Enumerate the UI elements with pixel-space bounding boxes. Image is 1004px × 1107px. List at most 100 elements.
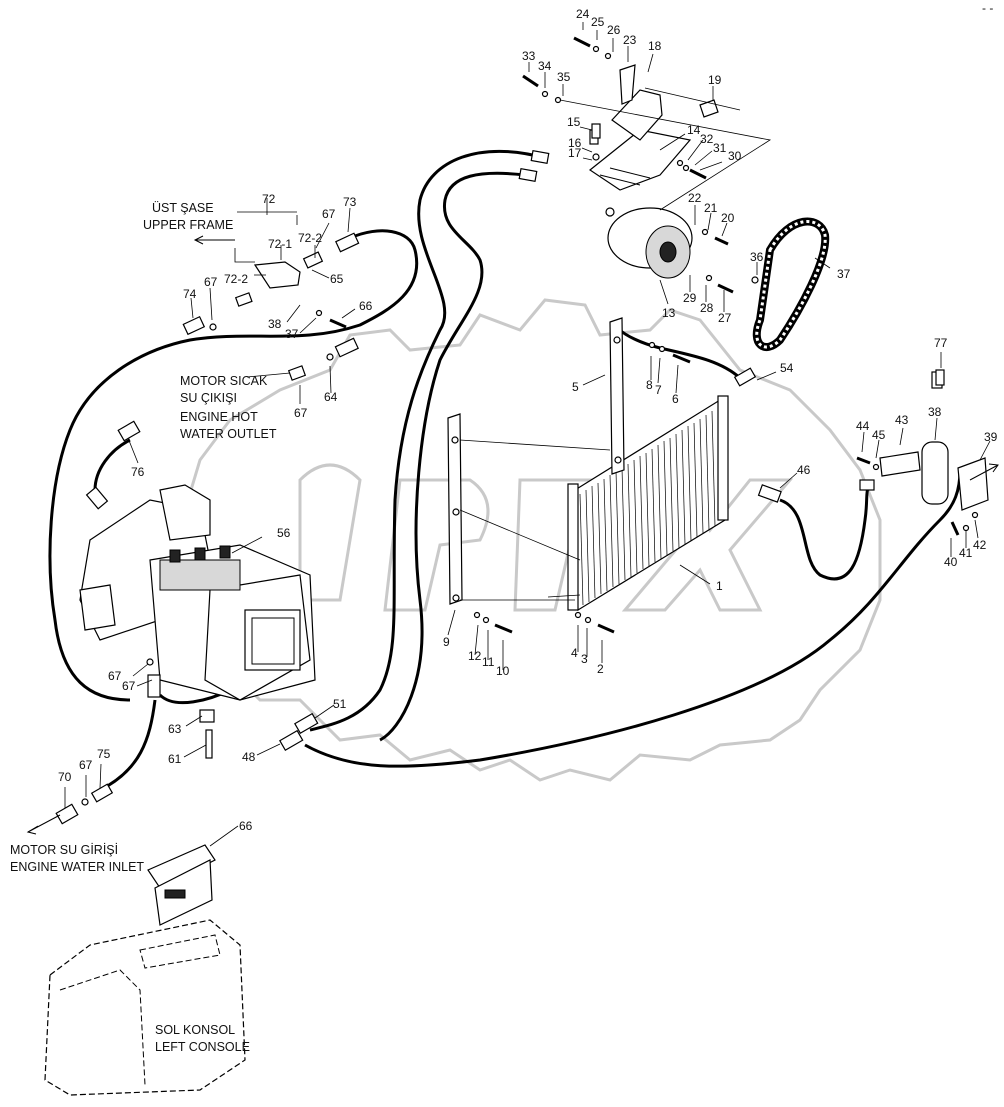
upper-frame-caption-tr: ÜST ŞASE <box>152 201 214 215</box>
reference-arrows <box>26 235 999 835</box>
part-number-labels: 24 25 26 23 18 33 34 35 19 15 14 32 16 1… <box>58 7 998 833</box>
part-label: 67 <box>294 406 308 420</box>
part-label: 77 <box>934 336 948 350</box>
part-label: 40 <box>944 555 958 569</box>
part-label: 3 <box>581 652 588 666</box>
water-inlet-caption-en: ENGINE WATER INLET <box>10 860 144 874</box>
part-label: 31 <box>713 141 727 155</box>
part-label: 10 <box>496 664 510 678</box>
leader-lines <box>64 22 991 847</box>
part-label: 4 <box>571 646 578 660</box>
mounting-brackets <box>447 317 625 605</box>
part-label: 73 <box>343 195 357 209</box>
left-console-caption-en: LEFT CONSOLE <box>155 1040 250 1054</box>
part-label: 72-2 <box>224 272 248 286</box>
part-label: 7 <box>655 383 662 397</box>
part-label: 72 <box>262 192 276 206</box>
part-label: 51 <box>333 697 347 711</box>
corner-mark: - - <box>982 1 993 15</box>
part-label: 64 <box>324 390 338 404</box>
part-label: 54 <box>780 361 794 375</box>
part-label: 8 <box>646 378 653 392</box>
part-label: 39 <box>984 430 998 444</box>
part-label: 19 <box>708 73 722 87</box>
part-label: 67 <box>79 758 93 772</box>
drive-belt <box>752 217 830 351</box>
part-label: 32 <box>700 132 714 146</box>
hot-outlet-caption-en-1: ENGINE HOT <box>180 410 258 424</box>
part-label: 46 <box>797 463 811 477</box>
part-label: 21 <box>704 201 718 215</box>
part-label: 70 <box>58 770 72 784</box>
fittings <box>55 149 875 825</box>
part-label: 63 <box>168 722 182 736</box>
part-label: 41 <box>959 546 973 560</box>
part-label: 28 <box>700 301 714 315</box>
part-label: 6 <box>672 392 679 406</box>
part-label: 66 <box>359 299 373 313</box>
compressor-assembly <box>588 64 719 279</box>
part-label: 66 <box>239 819 253 833</box>
part-label: 56 <box>277 526 291 540</box>
corner-mark-text: - - <box>982 1 993 15</box>
part-label: 27 <box>718 311 732 325</box>
part-label: 20 <box>721 211 735 225</box>
left-console-caption-tr: SOL KONSOL <box>155 1023 235 1037</box>
bolts <box>81 36 979 806</box>
part-label: 14 <box>687 123 701 137</box>
part-label: 18 <box>648 39 662 53</box>
part-label: 67 <box>204 275 218 289</box>
part-label: 29 <box>683 291 697 305</box>
part-label: 15 <box>567 115 581 129</box>
part-label: 30 <box>728 149 742 163</box>
part-label: 74 <box>183 287 197 301</box>
part-label: 26 <box>607 23 621 37</box>
part-label: 34 <box>538 59 552 73</box>
part-label: 67 <box>322 207 336 221</box>
part-label: 35 <box>557 70 571 84</box>
condenser <box>567 395 729 612</box>
control-panel <box>147 844 216 926</box>
part-label: 13 <box>662 306 676 320</box>
hot-outlet-caption-tr-2: SU ÇIKIŞI <box>180 391 237 405</box>
left-console <box>44 919 246 1096</box>
part-label: 38 <box>928 405 942 419</box>
hot-outlet-caption-en-2: WATER OUTLET <box>180 427 277 441</box>
part-label: 67 <box>108 669 122 683</box>
part-label: 38 <box>268 317 282 331</box>
receiver-drier <box>879 371 989 511</box>
part-label: 24 <box>576 7 590 21</box>
part-label: 11 <box>482 655 495 669</box>
part-label: 25 <box>591 15 605 29</box>
captions: ÜST ŞASE UPPER FRAME MOTOR SICAK SU ÇIKI… <box>10 201 277 1054</box>
part-label: 43 <box>895 413 909 427</box>
part-label: 72-1 <box>268 237 292 251</box>
part-label: 17 <box>568 146 582 160</box>
part-label: 48 <box>242 750 256 764</box>
part-label: 42 <box>973 538 987 552</box>
part-label: 12 <box>468 649 482 663</box>
part-label: 45 <box>872 428 886 442</box>
part-label: 33 <box>522 49 536 63</box>
water-inlet-caption-tr: MOTOR SU GİRİŞİ <box>10 843 118 857</box>
part-label: 36 <box>750 250 764 264</box>
part-label: 37 <box>285 327 299 341</box>
part-label: 72-2 <box>298 231 322 245</box>
part-label: 16 <box>568 136 582 150</box>
part-label: 44 <box>856 419 870 433</box>
part-label: 2 <box>597 662 604 676</box>
hot-outlet-caption-tr-1: MOTOR SICAK <box>180 374 268 388</box>
part-label: 5 <box>572 380 579 394</box>
heater-unit <box>79 484 316 759</box>
upper-frame-caption-en: UPPER FRAME <box>143 218 233 232</box>
part-label: 61 <box>168 752 182 766</box>
part-label: 1 <box>716 579 723 593</box>
part-label: 75 <box>97 747 111 761</box>
part-label: 76 <box>131 465 145 479</box>
part-label: 22 <box>688 191 702 205</box>
part-label: 23 <box>623 33 637 47</box>
part-label: 67 <box>122 679 136 693</box>
part-label: 9 <box>443 635 450 649</box>
part-label: 37 <box>837 267 851 281</box>
